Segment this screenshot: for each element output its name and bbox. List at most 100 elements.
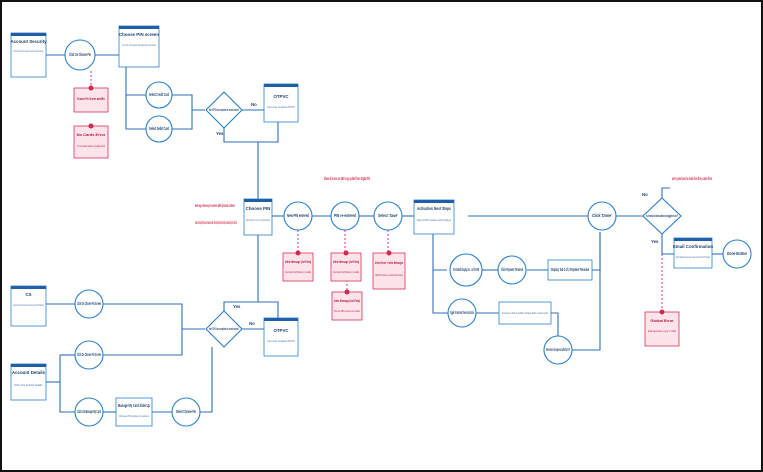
- leverage-note: leverage choose pin screens with dynamic…: [195, 203, 235, 208]
- otpvc-top-decision: Has OTPVC been completed in current sess…: [205, 91, 243, 129]
- on-default-display-circle: On Default Display No. 1 of 2 APIN: [449, 253, 483, 287]
- inline-message-2-error: Inline Message (1st Field) Input field i…: [330, 250, 362, 282]
- connector: [661, 234, 674, 255]
- pin-re-entered-circle: PIN re-entered: [330, 201, 360, 231]
- circle-label: Toggle On Send me These instructions: [450, 310, 474, 315]
- connector: [572, 232, 601, 351]
- card-body: Apply new PIN to activate. Confirm displ…: [417, 218, 451, 222]
- decisions: Has OTPVC been completed in current sess…: [205, 91, 682, 348]
- card-title: Email Confirmation: [673, 244, 714, 249]
- user-goes-back-note: user goes back to main flow they came fr…: [672, 176, 712, 181]
- otpvc-bottom-card: OTPVC User must complete OTPVC: [263, 317, 299, 357]
- connector: [172, 94, 205, 111]
- circle-label: Click On Manage My Card: [77, 409, 101, 414]
- step-label: Manage My Card Slide Up: [118, 403, 150, 408]
- account-security-card: Account Security Choose PIN option from …: [10, 32, 47, 78]
- yes-label: Yes: [651, 239, 659, 244]
- card-title: Choose PIN: [246, 206, 271, 211]
- card-header-bar: [11, 364, 46, 367]
- cs-card: CS Support and/or Renew / Replace PIN cu…: [10, 285, 47, 327]
- enter-email-circle: Enter email or change email pulled by EC…: [543, 335, 573, 365]
- connector: [125, 67, 146, 96]
- decision-label: Has OTPVC been completed in current sess…: [209, 108, 239, 112]
- choose-pin-card: Choose PIN Single Debit PIN card entry f…: [243, 198, 273, 236]
- connector: [59, 355, 75, 413]
- connector: [172, 110, 193, 130]
- step-label: Email Input field is prefilled. Display …: [502, 311, 548, 315]
- circle-label: Click On Choose Pin: [69, 52, 91, 57]
- click-choose-pin-screen-2-circle: Click On Choose Pin Screen: [74, 340, 104, 370]
- error-pin-icon: [88, 85, 94, 91]
- error-pin-icon: [344, 289, 350, 295]
- global-error: Global Error Email input field is empty …: [644, 309, 680, 347]
- card-body: Support and/or Renew / Replace PIN custo…: [13, 303, 44, 307]
- branch-labels: No Yes No Yes No Yes: [216, 102, 659, 326]
- process-cards: Account Security Choose PIN option from …: [10, 25, 714, 401]
- error-body: The two PIN inputs do not match: [334, 309, 360, 313]
- click-payment-terminal-circle: Click Payment Terminal: [497, 255, 527, 285]
- error-body: It's not possible, cards are not eligibl…: [77, 144, 105, 148]
- select-choose-pin-circle: Select Choose Pin: [171, 397, 201, 427]
- circle-label: New PIN entered: [287, 213, 309, 218]
- connector: [223, 128, 259, 199]
- select-save-circle: Select 'Save': [373, 201, 403, 231]
- action-circles: Click On Choose Pin Select Credit Card S…: [64, 39, 752, 427]
- no-cards-error: No Cards Error It's not possible, cards …: [73, 123, 109, 159]
- dynamic-area-note: Dynamic area displays debit card account…: [195, 220, 237, 225]
- select-debit-card-circle: Select Debit Card: [145, 115, 173, 143]
- card-body: Email with info about the email sent wit…: [676, 255, 710, 259]
- annotations: Show all errors as UED copy pulled from …: [195, 176, 712, 225]
- circle-label: Enter email or change email pulled by EC…: [546, 347, 570, 352]
- no-label: No: [249, 321, 255, 326]
- error-pin-icon: [343, 250, 349, 256]
- card-header-bar: [264, 318, 298, 321]
- card-body: List of credit + debit card options with…: [122, 43, 156, 47]
- circle-label: PIN re-entered: [334, 213, 356, 218]
- error-title: No Cards Error: [77, 132, 106, 137]
- card-header-bar: [11, 286, 46, 289]
- error-title: Inline Message (2nd Field): [334, 298, 360, 303]
- connector: [432, 234, 447, 271]
- decision-label: Has OTPVC been completed in current sess…: [209, 327, 239, 331]
- connector: [258, 301, 279, 318]
- circle-label: Click 'Done': [592, 213, 612, 218]
- connector: [661, 187, 670, 198]
- card-title: Account Details: [12, 370, 46, 375]
- card-body: User must complete OTPVC: [267, 105, 296, 109]
- circle-label: On Default Display No. 1 of 2 APIN: [453, 267, 479, 272]
- rect-steps: Display Tab 2 of 2 Payment Terminal Emai…: [115, 259, 593, 427]
- card-header-bar: [11, 33, 46, 36]
- card-body: Choose PIN option from the card under se…: [14, 49, 44, 53]
- connectors: [46, 54, 723, 413]
- inline-message-3-error: Inline Message (2nd Field) The two PIN i…: [331, 289, 363, 321]
- toggle-on-send-circle: Toggle On Send me These instructions: [447, 298, 477, 328]
- manage-card-step: Manage My Card Slide Up Choose PIN optio…: [115, 397, 153, 427]
- error-title: Inline Message (1st Field): [285, 259, 311, 264]
- error-pin-icon: [295, 250, 301, 256]
- click-done-circle: Click 'Done': [587, 201, 617, 231]
- error-body: Email input field is empty or invalid: [648, 329, 676, 333]
- card-body: PIN entry at debit details: [15, 383, 43, 387]
- connector: [223, 235, 259, 311]
- choose-pin-screen-card: Choose PIN screen List of credit + debit…: [118, 25, 160, 68]
- display-tab-step: Display Tab 2 of 2 Payment Terminal: [547, 259, 593, 281]
- circle-label: Select 'Save': [378, 213, 398, 218]
- done-button-circle: Done Button: [722, 239, 752, 269]
- connector: [103, 303, 205, 330]
- email-input-step: Email Input field is prefilled. Display …: [498, 301, 552, 325]
- card-header-bar: [119, 26, 159, 29]
- step-label: Display Tab 2 of 2 Payment Terminal: [551, 267, 589, 272]
- card-title: CS: [25, 292, 31, 297]
- otpvc-bottom-decision: Has OTPVC been completed in current sess…: [205, 310, 243, 348]
- card-title: OTPVC: [273, 94, 289, 99]
- inline-message-1-error: Inline Message (1st Field) Input field i…: [282, 250, 314, 282]
- connector: [258, 122, 279, 143]
- circle-label: Select Debit Card: [149, 126, 169, 131]
- circle-label: Click On Choose Pin Screen: [77, 301, 101, 306]
- card-body: Single Debit PIN card entry for all or a…: [246, 218, 270, 222]
- card-header-bar: [414, 200, 454, 203]
- error-pin-icon: [659, 309, 665, 315]
- no-label: No: [251, 102, 257, 107]
